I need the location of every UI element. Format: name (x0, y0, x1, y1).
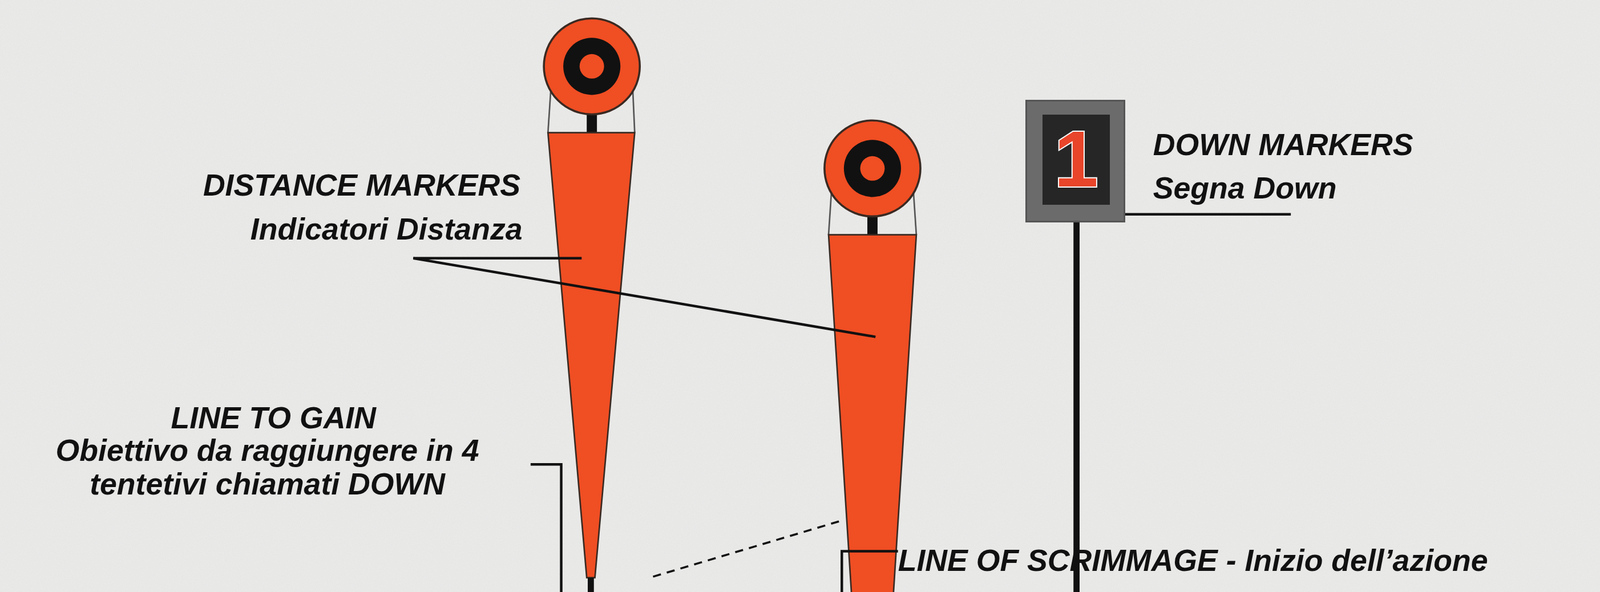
distance-marker-right (824, 120, 921, 592)
leader-lines (413, 214, 1291, 592)
distance-subtitle: Indicatori Distanza (250, 212, 523, 246)
line-to-gain-title: LINE TO GAIN (7, 401, 539, 435)
down-marker-pole (1073, 220, 1080, 592)
down-number: 1 (1053, 119, 1099, 200)
down-marker-box: 1 (1025, 99, 1126, 223)
line-to-gain-note: Obiettivo da raggiungere in 4 tentetivi … (11, 433, 523, 501)
down-title: DOWN MARKERS (1153, 127, 1414, 162)
distance-marker-left (543, 18, 640, 592)
down-marker-face: 1 (1042, 114, 1110, 205)
down-subtitle: Segna Down (1153, 171, 1337, 205)
distance-title: DISTANCE MARKERS (203, 168, 521, 202)
dashed-guide (652, 520, 842, 577)
scrimmage-label: LINE OF SCRIMMAGE - Inizio dell’azione (898, 543, 1489, 578)
